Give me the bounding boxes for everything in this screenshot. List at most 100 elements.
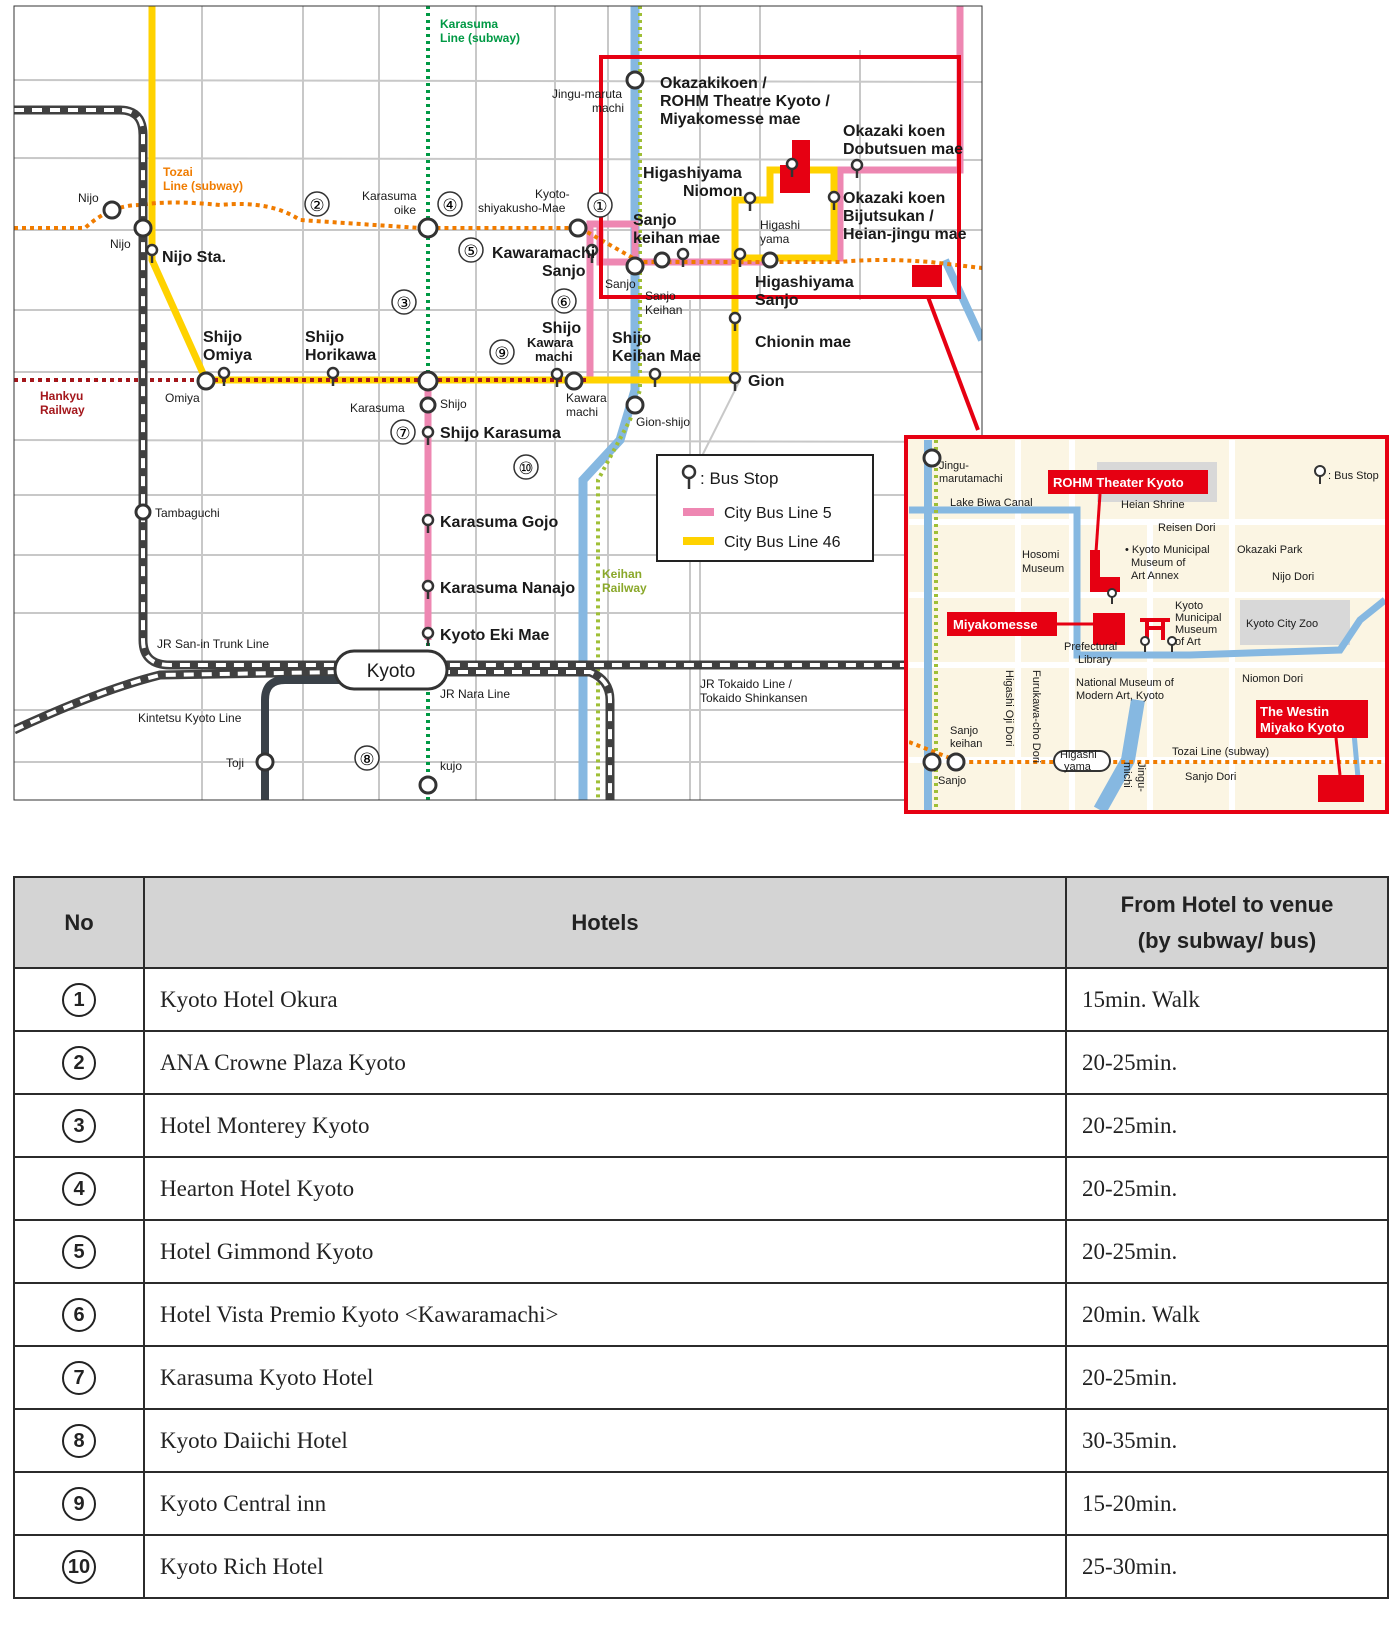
table-header-row: No Hotels From Hotel to venue(by subway/… (13, 876, 1389, 969)
svg-text:Shijo: Shijo (542, 320, 581, 337)
svg-text:Dobutsuen mae: Dobutsuen mae (843, 141, 963, 158)
svg-text:Sanjo: Sanjo (633, 212, 677, 229)
table-row: 10 Kyoto Rich Hotel 25-30min. (13, 1534, 1389, 1599)
svg-text:keihan: keihan (950, 738, 982, 750)
svg-text:Horikawa: Horikawa (305, 347, 376, 364)
svg-text:Lake Biwa Canal: Lake Biwa Canal (950, 497, 1033, 509)
svg-text:machi: machi (566, 405, 598, 419)
svg-text:Kyoto-: Kyoto- (535, 187, 570, 201)
svg-text:Reisen Dori: Reisen Dori (1158, 522, 1215, 534)
table-row: 9 Kyoto Central inn 15-20min. (13, 1471, 1389, 1536)
row-number-badge: 6 (62, 1297, 96, 1332)
svg-text:Nijo: Nijo (78, 191, 99, 205)
map-svg: Kyoto Karasuma Line (subway) Tozai L (13, 5, 1389, 814)
svg-text:Tozai: Tozai (163, 165, 193, 179)
svg-text:Prefectural: Prefectural (1064, 641, 1117, 653)
svg-text:Niomon Dori: Niomon Dori (1242, 673, 1303, 685)
svg-text:Shijo: Shijo (203, 329, 242, 346)
svg-text:Kawaramachi: Kawaramachi (492, 245, 595, 262)
svg-text:Sanjo: Sanjo (755, 292, 799, 309)
svg-text:Kintetsu Kyoto Line: Kintetsu Kyoto Line (138, 711, 242, 725)
svg-text:kujo: kujo (440, 759, 462, 773)
svg-text:⑧: ⑧ (359, 750, 374, 769)
svg-text:machi: machi (592, 101, 624, 115)
travel-time: 25-30min. (1065, 1534, 1389, 1599)
row-number-badge: 9 (62, 1486, 96, 1521)
row-number-badge: 8 (62, 1423, 96, 1458)
svg-text:⑩: ⑩ (518, 459, 533, 478)
svg-text:Gion-shijo: Gion-shijo (636, 415, 690, 429)
svg-text:Museum: Museum (1175, 624, 1217, 636)
rohm-theater-marker (1090, 550, 1120, 592)
svg-text:Keihan: Keihan (602, 567, 642, 581)
hotel-markers: ① ② ③ ④ ⑤ ⑥ ⑦ ⑧ ⑨ ⑩ (304, 191, 613, 771)
row-number-badge: 2 (62, 1045, 96, 1080)
svg-text:Art Annex: Art Annex (1131, 570, 1179, 582)
svg-text:Museum: Museum (1022, 563, 1064, 575)
venue-area-box (599, 55, 961, 299)
svg-text:JR Nara Line: JR Nara Line (440, 687, 510, 701)
svg-text:Railway: Railway (602, 581, 647, 595)
tozai-line (14, 200, 982, 270)
svg-text:yama: yama (1064, 761, 1092, 773)
table-row: 4 Hearton Hotel Kyoto 20-25min. (13, 1156, 1389, 1221)
svg-text:michi: michi (1121, 762, 1133, 788)
svg-text:machi: machi (535, 349, 573, 364)
row-number-badge: 1 (62, 982, 96, 1017)
hotel-name: Kyoto Hotel Okura (143, 967, 1067, 1032)
route-map: Kyoto Karasuma Line (subway) Tozai L (0, 0, 1400, 820)
travel-time: 20-25min. (1065, 1093, 1389, 1158)
row-number-badge: 7 (62, 1360, 96, 1395)
hotel-name: Kyoto Daiichi Hotel (143, 1408, 1067, 1473)
table-row: 2 ANA Crowne Plaza Kyoto 20-25min. (13, 1030, 1389, 1095)
svg-text:①: ① (592, 197, 607, 216)
svg-text:Miyako Kyoto: Miyako Kyoto (1260, 720, 1345, 735)
svg-text:Hankyu: Hankyu (40, 389, 83, 403)
keihan-railway (596, 6, 642, 800)
svg-text:ROHM Theater Kyoto: ROHM Theater Kyoto (1053, 475, 1184, 490)
svg-text:Gion: Gion (748, 373, 784, 390)
header-no: No (13, 876, 145, 969)
svg-text:Heian-jingu mae: Heian-jingu mae (843, 226, 967, 243)
svg-text:marutamachi: marutamachi (939, 473, 1003, 485)
svg-text:Tambaguchi: Tambaguchi (155, 506, 220, 520)
travel-time: 20-25min. (1065, 1219, 1389, 1284)
table-row: 3 Hotel Monterey Kyoto 20-25min. (13, 1093, 1389, 1158)
travel-time: 20-25min. (1065, 1030, 1389, 1095)
svg-text:Tokaido Shinkansen: Tokaido Shinkansen (700, 691, 807, 705)
kyoto-station-marker (333, 649, 449, 691)
venue-inset-map: ROHM Theater Kyoto Miyakomesse The Westi… (904, 435, 1389, 814)
svg-text:Jingu-maruta: Jingu-maruta (552, 87, 622, 101)
svg-text:Nijo: Nijo (110, 237, 131, 251)
hotel-name: Hearton Hotel Kyoto (143, 1156, 1067, 1221)
westin-marker (912, 265, 942, 287)
svg-text:National Museum of: National Museum of (1076, 677, 1175, 689)
svg-text:Miyakomesse mae: Miyakomesse mae (660, 111, 801, 128)
hotel-name: Hotel Gimmond Kyoto (143, 1219, 1067, 1284)
kyoto-station-label: Kyoto (367, 661, 416, 682)
travel-time: 15min. Walk (1065, 967, 1389, 1032)
svg-text:⑨: ⑨ (494, 344, 509, 363)
row-number-badge: 3 (62, 1108, 96, 1143)
svg-text:Shijo Karasuma: Shijo Karasuma (440, 425, 561, 442)
row-number-badge: 10 (62, 1549, 96, 1584)
header-hotels: Hotels (143, 876, 1067, 969)
svg-text:Omiya: Omiya (165, 391, 200, 405)
svg-text:Kyoto City Zoo: Kyoto City Zoo (1246, 618, 1318, 630)
header-time: From Hotel to venue(by subway/ bus) (1065, 876, 1389, 969)
svg-text:Hosomi: Hosomi (1022, 549, 1059, 561)
svg-text:City Bus Line 46: City Bus Line 46 (724, 534, 841, 551)
svg-text:Nijo Dori: Nijo Dori (1272, 571, 1314, 583)
svg-text:of Art: of Art (1175, 636, 1201, 648)
svg-text:②: ② (309, 196, 324, 215)
table-row: 5 Hotel Gimmond Kyoto 20-25min. (13, 1219, 1389, 1284)
svg-text:Kawara: Kawara (566, 391, 607, 405)
svg-text:Municipal: Municipal (1175, 612, 1221, 624)
svg-text:: Bus Stop: : Bus Stop (1328, 470, 1379, 482)
svg-text:Niomon: Niomon (683, 183, 743, 200)
miyakomesse-marker (1093, 613, 1125, 645)
map-legend: : Bus Stop City Bus Line 5 City Bus Line… (656, 454, 874, 562)
svg-text:Kyoto Eki Mae: Kyoto Eki Mae (440, 627, 549, 644)
svg-text:Sanjo: Sanjo (542, 263, 586, 280)
svg-text:JR Tokaido Line /: JR Tokaido Line / (700, 677, 793, 691)
